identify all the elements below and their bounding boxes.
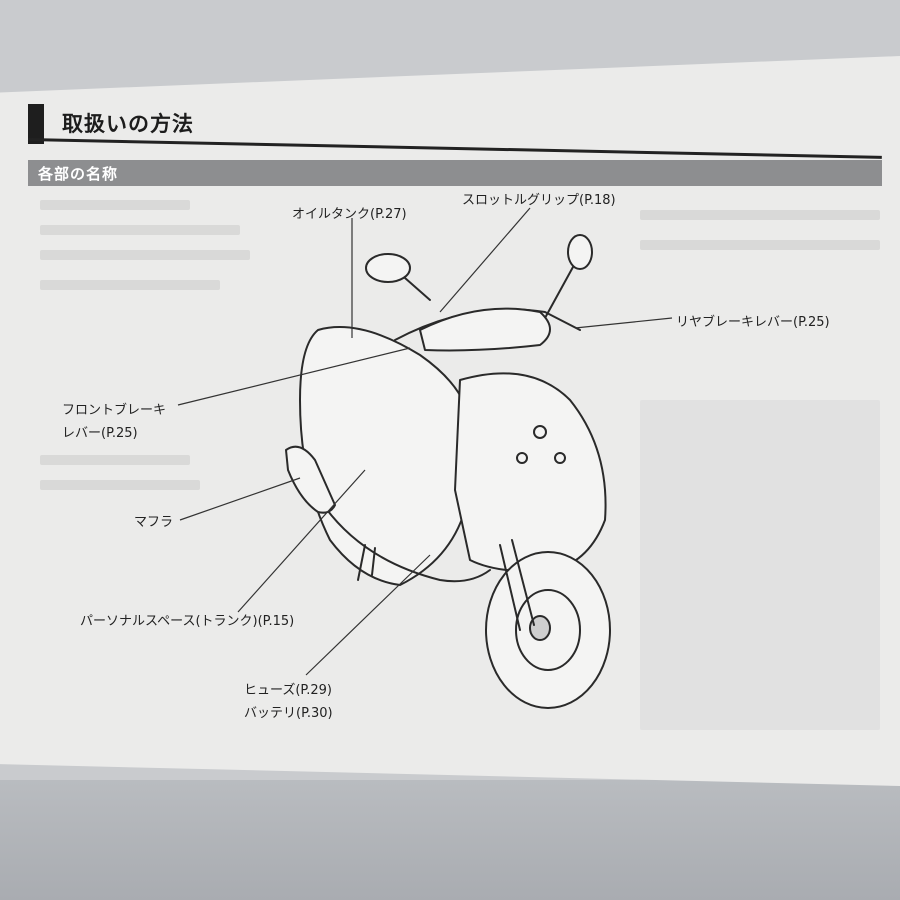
show-through-block <box>40 480 200 490</box>
leader-throttle <box>439 207 531 313</box>
title-marker <box>28 104 44 144</box>
callout-battery: バッテリ(P.30) <box>244 706 333 721</box>
left-mirror <box>365 253 411 283</box>
front-fairing <box>454 372 607 573</box>
show-through-block <box>40 455 190 465</box>
callout-rear-brake-lever: リヤブレーキレバー(P.25) <box>676 315 830 330</box>
show-through-block <box>640 210 880 220</box>
leader-personal-space <box>237 469 366 613</box>
show-through-block <box>640 400 880 730</box>
show-through-block <box>40 225 240 235</box>
callout-muffler: マフラ <box>134 515 174 530</box>
page-title: 取扱いの方法 <box>62 112 194 136</box>
callout-fuse: ヒューズ(P.29) <box>244 683 332 698</box>
show-through-block <box>40 250 250 260</box>
callout-front-brake-line2: レバー(P.25) <box>62 426 138 441</box>
callout-personal-space: パーソナルスペース(トランク)(P.15) <box>80 614 295 629</box>
section-band <box>28 160 882 186</box>
front-body <box>299 326 471 586</box>
table-surface <box>0 780 900 900</box>
leader-muffler <box>179 477 301 521</box>
leader-rear-brake <box>574 317 673 329</box>
show-through-block <box>40 200 190 210</box>
show-through-block <box>40 280 220 290</box>
right-mirror <box>567 234 593 270</box>
leader-front-brake <box>177 347 411 406</box>
callout-throttle-grip: スロットルグリップ(P.18) <box>462 193 616 208</box>
callout-oil-tank: オイルタンク(P.27) <box>292 207 407 222</box>
show-through-block <box>640 240 880 250</box>
section-title: 各部の名称 <box>38 165 119 183</box>
leader-fuse <box>305 554 431 676</box>
callout-front-brake-line1: フロントブレーキ <box>62 403 167 418</box>
